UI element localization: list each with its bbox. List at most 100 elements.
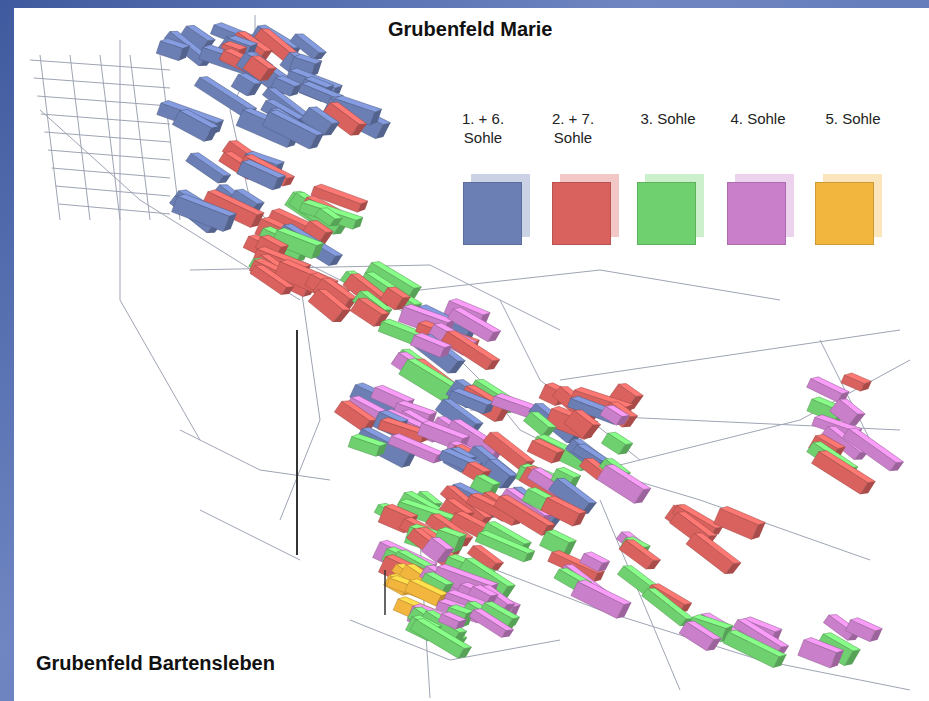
- block-front: [714, 509, 758, 540]
- shafts: [297, 330, 385, 615]
- block-side: [486, 357, 500, 374]
- block-side: [725, 559, 741, 577]
- block-side: [353, 216, 363, 232]
- block-front: [642, 588, 686, 626]
- block-front: [156, 41, 182, 60]
- tunnel-line: [100, 55, 120, 220]
- excavation-block: [600, 402, 630, 429]
- tunnel-line: [59, 204, 170, 214]
- shaft-line: [384, 570, 386, 615]
- block-side: [323, 119, 339, 139]
- excavation-block: [798, 635, 844, 670]
- block-side: [458, 644, 472, 661]
- block-side: [583, 421, 601, 442]
- excavation-block: [410, 615, 472, 661]
- excavation-block: [679, 618, 721, 654]
- block-side: [870, 626, 882, 644]
- excavation-block: [527, 436, 564, 466]
- excavation-block: [541, 493, 587, 528]
- block-side: [752, 520, 766, 542]
- block-front: [798, 640, 837, 668]
- block-side: [376, 442, 387, 459]
- excavation-block: [846, 615, 883, 644]
- excavation-block: [348, 432, 387, 458]
- block-side: [616, 412, 629, 428]
- block-side: [707, 635, 722, 654]
- block-front: [194, 77, 249, 117]
- block-front: [378, 322, 417, 345]
- block-front: [186, 154, 223, 184]
- excavation-block: [250, 262, 294, 299]
- block-front: [841, 375, 864, 391]
- field-name: Grubenfeld Bartensleben: [36, 652, 275, 675]
- block-side: [830, 648, 843, 670]
- block-front: [619, 540, 653, 569]
- excavation-block: [523, 408, 556, 439]
- block-side: [890, 459, 904, 475]
- legend-text: 3. Sohle: [640, 110, 695, 129]
- excavation-block: [571, 577, 631, 621]
- excavation-block: [812, 447, 876, 497]
- block-front: [541, 498, 579, 526]
- excavation-block: [308, 286, 351, 326]
- block-side: [448, 357, 465, 377]
- tunnel-line: [190, 265, 560, 330]
- excavation-block: [262, 107, 324, 151]
- shaft-line: [296, 330, 298, 555]
- block-front: [172, 111, 211, 142]
- tunnel-line: [180, 430, 330, 480]
- excavation-block: [388, 431, 445, 465]
- legend-text: 2. + 7. Sohle: [543, 110, 603, 148]
- excavation-block: [580, 549, 610, 574]
- block-side: [454, 533, 467, 555]
- block-front: [812, 452, 868, 494]
- block-side: [273, 173, 286, 192]
- tunnel-line: [120, 40, 200, 440]
- legend-text: 1. + 6. Sohle: [453, 110, 513, 148]
- legend-swatch: [552, 182, 611, 245]
- block-side: [309, 131, 323, 152]
- block-front: [348, 437, 380, 457]
- block-front: [679, 622, 714, 651]
- field-name: Grubenfeld Marie: [388, 18, 552, 41]
- block-side: [204, 124, 219, 145]
- block-front: [807, 379, 842, 402]
- legend-swatch: [637, 182, 696, 245]
- block-side: [773, 652, 786, 670]
- block-side: [247, 80, 262, 99]
- tunnel-line: [70, 55, 90, 220]
- block-side: [598, 559, 610, 575]
- excavation-block: [601, 429, 633, 458]
- tunnel-line: [200, 510, 300, 560]
- tunnel-line: [600, 360, 910, 470]
- tunnel-line: [280, 280, 320, 520]
- block-front: [686, 533, 733, 574]
- legend-swatch: [815, 182, 874, 245]
- tunnel-line: [48, 150, 170, 160]
- block-side: [860, 478, 875, 497]
- excavation-block: [438, 609, 466, 631]
- block-side: [312, 241, 324, 261]
- excavation-block: [714, 504, 766, 542]
- excavation-block: [686, 529, 741, 577]
- legend-text: 5. Sohle: [825, 110, 880, 129]
- excavation-block: [564, 406, 601, 441]
- tunnel-line: [40, 55, 60, 220]
- block-side: [358, 199, 368, 214]
- tunnel-line: [41, 114, 170, 124]
- excavation-block: [237, 157, 286, 192]
- tunnel-line: [470, 560, 910, 690]
- block-side: [440, 343, 451, 360]
- block-side: [573, 509, 587, 528]
- legend-swatch: [727, 182, 786, 245]
- block-side: [488, 328, 501, 345]
- block-side: [333, 306, 351, 326]
- excavation-block: [172, 192, 237, 234]
- block-front: [527, 441, 557, 464]
- tunnel-line: [37, 96, 170, 106]
- tunnel-line: [30, 60, 170, 70]
- block-side: [281, 283, 294, 298]
- block-front: [723, 632, 779, 668]
- tunnel-line: [560, 330, 900, 380]
- legend-text: 4. Sohle: [730, 110, 785, 129]
